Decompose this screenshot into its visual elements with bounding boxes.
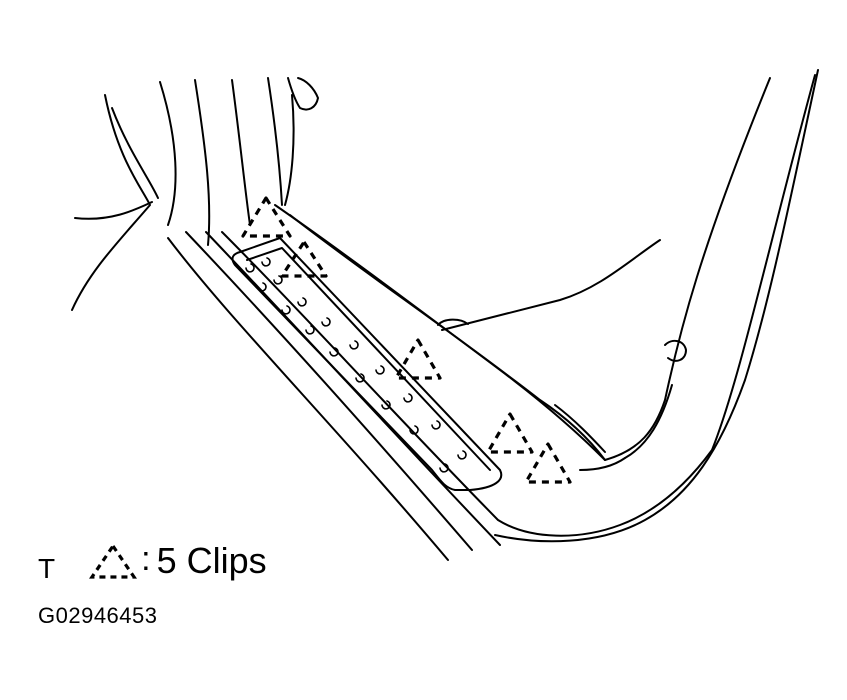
clip-marker [486,412,534,454]
scuff-plate [231,237,503,491]
floor-carpet-edge [437,239,687,453]
scuff-plate-ribs [245,257,467,473]
clip-marker [280,240,328,278]
clip-markers [241,196,572,484]
legend-label: 5 Clips [156,540,267,581]
front-pillar-trim [71,77,319,311]
legend: T : 5 Clips [38,536,267,586]
door-sill-body [167,69,819,561]
clip-marker [394,338,442,380]
figure-code: G02946453 [38,603,158,628]
clip-marker [524,442,572,484]
dashed-triangle-clip-icon [89,543,138,579]
legend-prefix: T [38,553,56,584]
legend-colon: : [141,539,151,578]
clip-marker [241,196,292,238]
